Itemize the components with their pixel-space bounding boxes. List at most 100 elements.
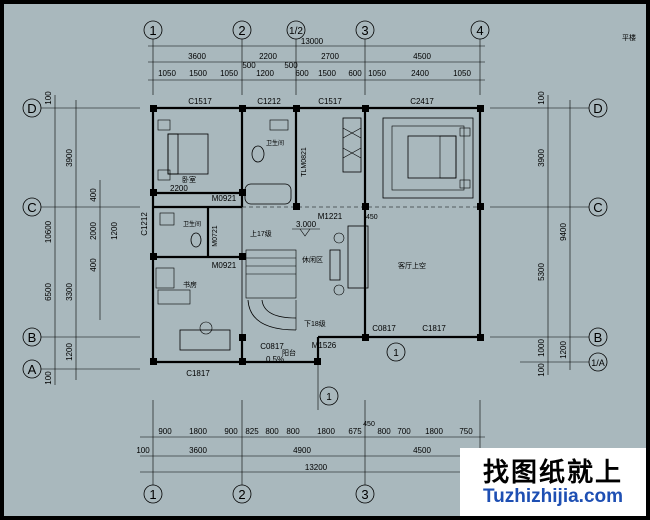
axis-label-right-D: D	[593, 101, 602, 116]
toilet-icon-2	[190, 232, 202, 248]
top-dimensions: 13000 3600 2200 2700 4500 1050 1500 1050…	[148, 37, 485, 81]
dim-top-2400: 2400	[411, 69, 429, 78]
dim-top-500a: 500	[242, 61, 256, 70]
axis-label-top-1: 1	[149, 23, 156, 38]
label-C1817-b: C1817	[186, 369, 210, 378]
axis-label-left-A: A	[28, 362, 37, 377]
axis-label-left-D: D	[27, 101, 36, 116]
dim-top-600a: 600	[295, 69, 309, 78]
dim-bot-450: 450	[363, 421, 375, 428]
dim-right-1000: 1000	[537, 339, 546, 357]
axis-label-right-C: C	[593, 200, 602, 215]
wardrobe-icon	[342, 117, 362, 173]
bathtub-icon	[244, 183, 292, 205]
dim-top-1050c: 1050	[368, 69, 386, 78]
bottom-dimensions: 900 1800 900 825 800 800 1800 675 450 80…	[136, 400, 485, 485]
dim-bot-900a: 900	[158, 427, 172, 436]
dim-right-1200: 1200	[559, 341, 568, 359]
note-dim-2200: 2200	[170, 184, 188, 193]
label-M1526: M1526	[312, 341, 337, 350]
dim-bot-800c: 800	[377, 427, 391, 436]
axis-markers-top: 1 2 1/2 3 4 平楼	[143, 20, 636, 95]
dim-left-400a: 400	[89, 188, 98, 202]
watermark-text: 找图纸就上	[482, 458, 623, 488]
dim-left-3300: 3300	[65, 283, 74, 301]
dim-bot-825: 825	[245, 427, 259, 436]
dim-top-1050b: 1050	[220, 69, 238, 78]
label-C0817-a: C0817	[372, 324, 396, 333]
dim-bot-100: 100	[136, 446, 150, 455]
axis-markers-bottom: 1 2 3 4	[143, 484, 484, 504]
label-C2417: C2417	[410, 97, 434, 106]
dim-bot-675: 675	[348, 427, 362, 436]
detail-marker-1a: 1	[393, 348, 399, 359]
dim-bot-750: 750	[459, 427, 473, 436]
dim-right-100a: 100	[537, 91, 546, 105]
bed-icon	[167, 133, 209, 175]
label-M1221: M1221	[318, 212, 343, 221]
note-slope: 0.5%	[266, 355, 284, 364]
dim-bot-1800b: 1800	[317, 427, 335, 436]
dim-bot-1800a: 1800	[189, 427, 207, 436]
note-up-17: 上17级	[250, 229, 272, 238]
axis-label-top-1-2: 1/2	[289, 26, 303, 37]
axis-label-top-2: 2	[238, 23, 245, 38]
label-C1212-side: C1212	[140, 212, 149, 236]
note-dim-450: 450	[366, 214, 378, 221]
label-M0921-b: M0921	[212, 261, 237, 270]
dim-top-1200: 1200	[256, 69, 274, 78]
axis-label-top-4: 4	[476, 23, 483, 38]
dim-top-1500a: 1500	[189, 69, 207, 78]
dim-top-1050a: 1050	[158, 69, 176, 78]
walls	[151, 106, 482, 364]
desk-icon	[179, 329, 231, 351]
dim-bot-total: 13200	[305, 463, 328, 472]
dim-bot-900b: 900	[224, 427, 238, 436]
furniture	[155, 117, 474, 351]
axis-markers-left: D C B A 100 10600 6500 100 3900 3300 120…	[22, 91, 140, 385]
note-down-18: 下18级	[304, 319, 326, 328]
note-level: 3.000	[296, 220, 317, 229]
dim-right-9400: 9400	[559, 223, 568, 241]
sink-icon	[269, 119, 289, 131]
axis-label-left-B: B	[28, 330, 37, 345]
dim-bot-1800c: 1800	[425, 427, 443, 436]
dim-top-3600: 3600	[188, 52, 206, 61]
label-C1517-a: C1517	[188, 97, 212, 106]
axis-label-bottom-2: 2	[238, 487, 245, 502]
label-M0721: M0721	[212, 225, 219, 247]
axis-label-bottom-1: 1	[149, 487, 156, 502]
dim-right-100b: 100	[537, 363, 546, 377]
dim-bot-800b: 800	[286, 427, 300, 436]
axis-label-bottom-3: 3	[361, 487, 368, 502]
label-M0921-a: M0921	[212, 194, 237, 203]
room-bath-2: 卫生间	[183, 220, 201, 228]
dim-bot-4500: 4500	[413, 446, 431, 455]
room-bedroom: 卧室	[182, 175, 196, 184]
floor-plan: .ln { stroke:#000; stroke-width:0.8; fil…	[22, 20, 636, 504]
opening-labels: C1517 C1212 C1517 C2417 TLM0821 M0921 M1…	[140, 97, 446, 378]
dim-left-10600: 10600	[44, 220, 53, 243]
sink-icon-2	[159, 212, 175, 226]
drawing-sheet: .ln { stroke:#000; stroke-width:0.8; fil…	[4, 4, 646, 516]
dim-right-5300: 5300	[537, 263, 546, 281]
room-lounge: 休闲区	[302, 255, 323, 264]
dim-left-100a: 100	[44, 91, 53, 105]
dim-top-600b: 600	[348, 69, 362, 78]
room-labels: 卧室 卫生间 卫生间 书房 休闲区 客厅上空 阳台	[182, 139, 426, 357]
room-bath-1: 卫生间	[266, 139, 284, 147]
dim-bot-700: 700	[397, 427, 411, 436]
room-balcony: 阳台	[282, 348, 296, 357]
label-TLM0821: TLM0821	[301, 147, 308, 177]
axis-markers-right: D C B 1/A 100 9400 1000 100 3900 5300 12…	[490, 91, 608, 377]
dim-top-2200: 2200	[259, 52, 277, 61]
label-C1517-b: C1517	[318, 97, 342, 106]
dim-top-1500b: 1500	[318, 69, 336, 78]
toilet-icon	[251, 145, 265, 163]
label-C0817-b: C0817	[260, 342, 284, 351]
dim-top-total: 13000	[301, 37, 324, 46]
dim-left-3900: 3900	[65, 149, 74, 167]
bookshelf-icon	[155, 267, 175, 289]
dim-right-3900: 3900	[537, 149, 546, 167]
